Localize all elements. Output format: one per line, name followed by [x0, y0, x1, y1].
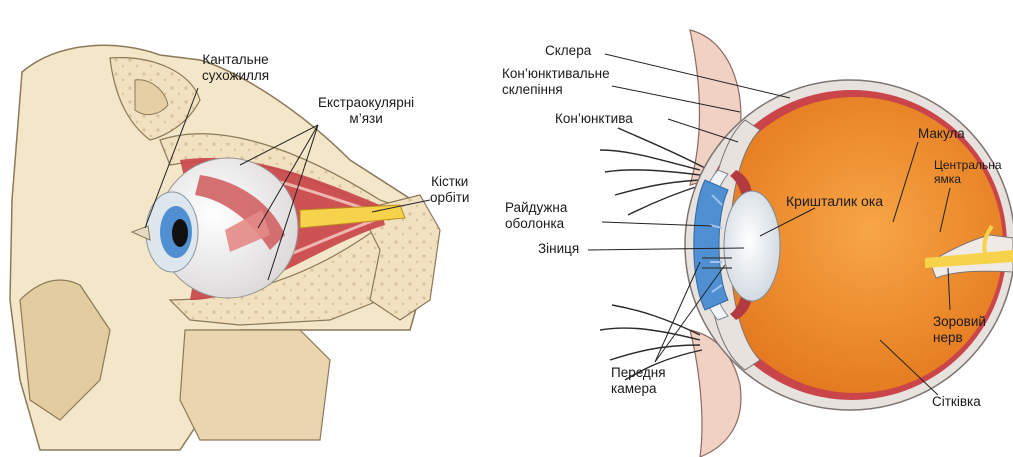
label-lens: Кришталик ока — [786, 193, 884, 209]
left-leader-lines — [144, 87, 431, 281]
label-line: Центральна — [934, 158, 1002, 172]
label-line: Зоровий — [933, 314, 986, 329]
label-line: орбіти — [430, 190, 470, 205]
eye-section-figure — [587, 29, 1013, 457]
label-line: склепіння — [502, 82, 563, 97]
label-sclera: Склера — [545, 43, 592, 58]
label-fovea: Центральна ямка — [934, 158, 1002, 186]
label-orbit-bones: Кістки орбіти — [430, 174, 469, 206]
label-line: сухожилля — [202, 68, 270, 83]
label-conjunctival-fornix: Кон’юнктивальне склепіння — [502, 66, 610, 98]
label-extraocular-muscles: Екстраокулярні м’язи — [318, 95, 414, 127]
label-conjunctiva: Кон’юнктива — [555, 111, 633, 126]
label-anterior-chamber: Передня камера — [611, 365, 666, 397]
label-iris: Райдужна оболонка — [505, 200, 567, 232]
label-pupil: Зіниця — [538, 241, 580, 256]
label-line: Райдужна — [505, 200, 568, 215]
pupil-left — [172, 219, 188, 247]
lens — [723, 190, 781, 302]
label-retina: Сітківка — [932, 394, 981, 409]
label-optic-nerve: Зоровий нерв — [933, 314, 986, 346]
iris — [693, 179, 729, 311]
label-line: оболонка — [505, 216, 565, 231]
vitreous-body — [707, 97, 1003, 393]
label-line: м’язи — [349, 111, 383, 126]
label-line: Кон’юнктивальне — [502, 66, 610, 81]
label-canthal-tendon: Кантальне сухожилля — [202, 52, 269, 84]
label-line: Екстраокулярні — [318, 95, 415, 110]
label-macula: Макула — [918, 126, 965, 141]
label-line: Передня — [611, 365, 666, 380]
canthal-tendon-shape — [130, 225, 151, 241]
label-line: Кантальне — [202, 52, 269, 67]
label-line: Кістки — [431, 174, 469, 189]
nasal-bone — [19, 279, 111, 421]
label-line: камера — [611, 381, 657, 396]
right-leader-lines — [587, 53, 951, 396]
eyelashes — [599, 127, 706, 381]
orbit-figure — [9, 44, 441, 451]
label-line: ямка — [934, 172, 961, 186]
maxillary-sinus — [179, 329, 331, 441]
anterior-chamber-arrows — [702, 257, 732, 269]
label-line: нерв — [933, 330, 963, 345]
